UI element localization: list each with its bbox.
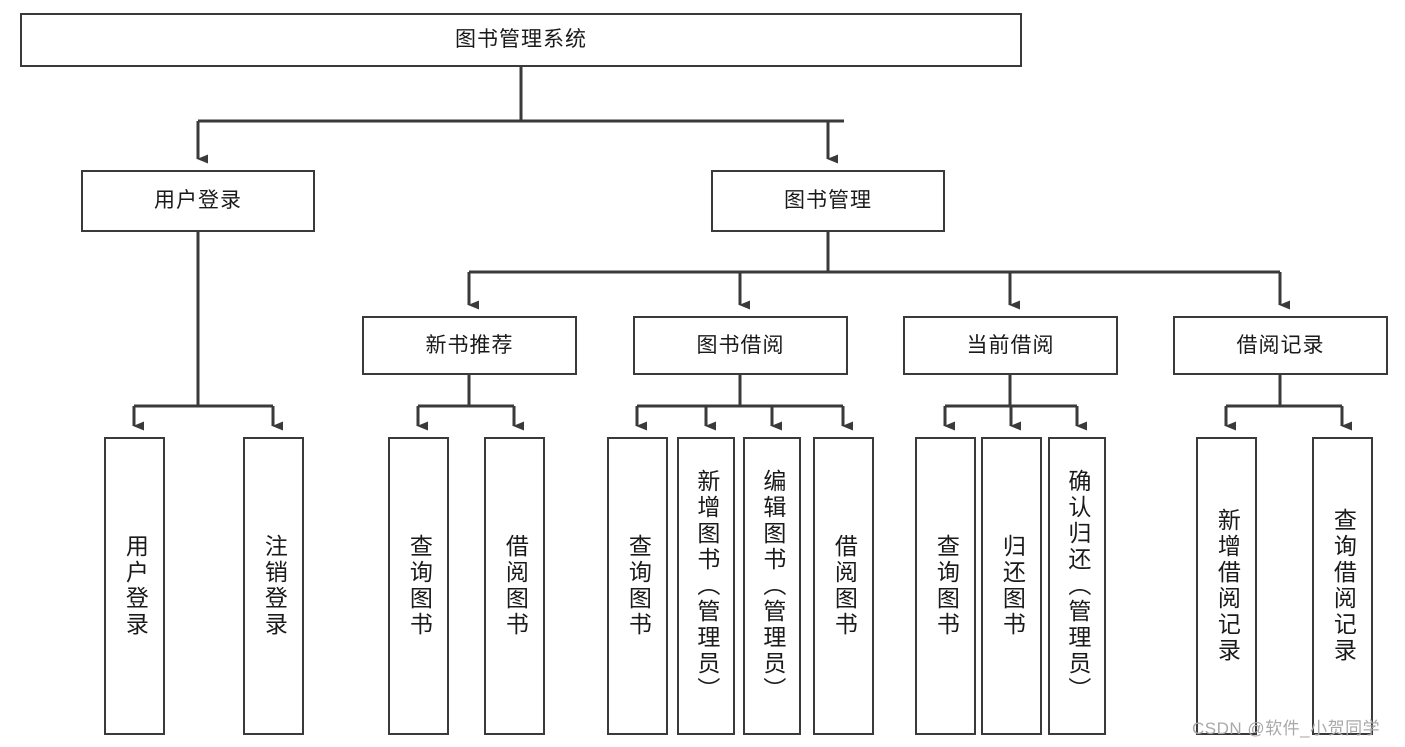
edge-group-current-borrow xyxy=(943,375,1087,431)
node-leaf-query-book-cur-label: 查询图书 xyxy=(933,534,960,638)
node-leaf-query-book-bor-label: 查询图书 xyxy=(625,534,652,638)
node-leaf-query-book-rec[interactable]: 查询图书 xyxy=(388,437,449,735)
node-leaf-add-record[interactable]: 新增借阅记录 xyxy=(1196,437,1257,735)
node-leaf-add-book-label: 新增图书（管理员） xyxy=(693,469,720,703)
edge-group-book-management xyxy=(467,232,1290,310)
node-leaf-query-book-rec-label: 查询图书 xyxy=(406,534,433,638)
node-leaf-borrow-book-rec-label: 借阅图书 xyxy=(502,534,529,638)
node-root[interactable]: 图书管理系统 xyxy=(20,13,1022,67)
node-leaf-query-book-cur[interactable]: 查询图书 xyxy=(915,437,976,735)
node-book-management-label: 图书管理 xyxy=(784,189,872,213)
node-leaf-query-record[interactable]: 查询借阅记录 xyxy=(1312,437,1373,735)
node-book-borrow[interactable]: 图书借阅 xyxy=(633,316,848,375)
node-book-management[interactable]: 图书管理 xyxy=(711,170,945,232)
node-leaf-logout-login[interactable]: 注销登录 xyxy=(243,437,304,735)
node-leaf-edit-book[interactable]: 编辑图书（管理员） xyxy=(743,437,801,735)
node-leaf-borrow-book[interactable]: 借阅图书 xyxy=(813,437,874,735)
node-leaf-borrow-book-rec[interactable]: 借阅图书 xyxy=(484,437,545,735)
node-leaf-return-book[interactable]: 归还图书 xyxy=(981,437,1042,735)
node-new-book-recommend-label: 新书推荐 xyxy=(425,333,514,357)
node-leaf-user-login[interactable]: 用户登录 xyxy=(104,437,165,735)
node-leaf-edit-book-label: 编辑图书（管理员） xyxy=(759,469,786,703)
node-leaf-confirm-return[interactable]: 确认归还（管理员） xyxy=(1048,437,1106,735)
node-leaf-confirm-return-label: 确认归还（管理员） xyxy=(1064,469,1091,703)
node-leaf-query-record-label: 查询借阅记录 xyxy=(1330,508,1357,664)
node-leaf-borrow-book-label: 借阅图书 xyxy=(831,534,858,638)
node-user-login[interactable]: 用户登录 xyxy=(81,170,315,232)
node-leaf-add-record-label: 新增借阅记录 xyxy=(1214,508,1241,664)
edge-group-user-login xyxy=(132,232,283,431)
node-root-label: 图书管理系统 xyxy=(455,28,587,52)
edge-group-root xyxy=(196,67,844,164)
watermark-text: CSDN @软件_小贺同学 xyxy=(1192,719,1381,738)
node-leaf-user-login-label: 用户登录 xyxy=(122,534,149,638)
node-book-borrow-label: 图书借阅 xyxy=(696,333,785,357)
node-leaf-return-book-label: 归还图书 xyxy=(999,534,1026,638)
node-leaf-logout-login-label: 注销登录 xyxy=(261,534,288,638)
edge-group-new-book-recommend xyxy=(416,375,524,431)
node-current-borrow[interactable]: 当前借阅 xyxy=(903,316,1118,375)
node-borrow-record[interactable]: 借阅记录 xyxy=(1173,316,1388,375)
node-leaf-add-book[interactable]: 新增图书（管理员） xyxy=(677,437,735,735)
edge-group-borrow-record xyxy=(1224,375,1352,431)
node-leaf-query-book-bor[interactable]: 查询图书 xyxy=(607,437,668,735)
edge-group-book-borrow xyxy=(635,375,853,431)
node-borrow-record-label: 借阅记录 xyxy=(1236,333,1325,357)
node-current-borrow-label: 当前借阅 xyxy=(966,333,1055,357)
node-new-book-recommend[interactable]: 新书推荐 xyxy=(362,316,577,375)
node-user-login-label: 用户登录 xyxy=(154,189,242,213)
